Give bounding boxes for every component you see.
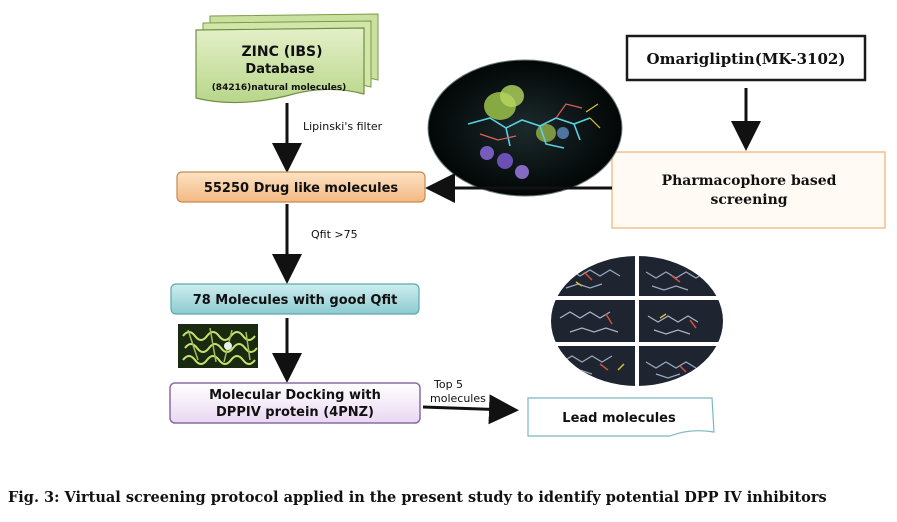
zinc-count: (84216)natural molecules) <box>212 83 347 93</box>
zinc-database-node: ZINC (IBS) Database (84216)natural molec… <box>195 13 379 104</box>
druglike-label: 55250 Drug like molecules <box>204 181 399 196</box>
pharmacophore-line1: Pharmacophore based <box>662 173 837 189</box>
omarigliptin-label: Omarigliptin(MK-3102) <box>647 50 846 68</box>
docking-line1: Molecular Docking with <box>209 388 381 403</box>
lead-molecules-node: Lead molecules <box>527 397 715 437</box>
zinc-title: ZINC (IBS) <box>242 44 323 60</box>
docking-line2: DPPIV protein (4PNZ) <box>216 405 374 420</box>
lead-molecules-label: Lead molecules <box>562 411 676 426</box>
docking-results-image <box>551 256 723 386</box>
arrow-docking-to-lead <box>422 394 519 425</box>
pharmacophore-line2: screening <box>710 192 787 208</box>
good-qfit-node: 78 Molecules with good Qfit <box>170 283 420 315</box>
docking-node: Molecular Docking with DPPIV protein (4P… <box>169 382 421 424</box>
figure-caption: Fig. 3: Virtual screening protocol appli… <box>8 489 827 506</box>
druglike-node: 55250 Drug like molecules <box>176 171 426 203</box>
pharmacophore-node: Pharmacophore based screening <box>611 151 886 229</box>
lipinski-filter-label: Lipinski's filter <box>303 120 383 133</box>
top5-label-line2: molecules <box>430 392 486 405</box>
pharmacophore-model-image <box>427 59 623 197</box>
omarigliptin-node: Omarigliptin(MK-3102) <box>625 34 867 82</box>
good-qfit-label: 78 Molecules with good Qfit <box>193 293 398 308</box>
qfit-threshold-label: Qfit >75 <box>311 228 358 241</box>
top5-label-line1: Top 5 <box>433 378 463 391</box>
protein-structure-image <box>178 324 258 368</box>
zinc-subtitle: Database <box>245 62 314 77</box>
